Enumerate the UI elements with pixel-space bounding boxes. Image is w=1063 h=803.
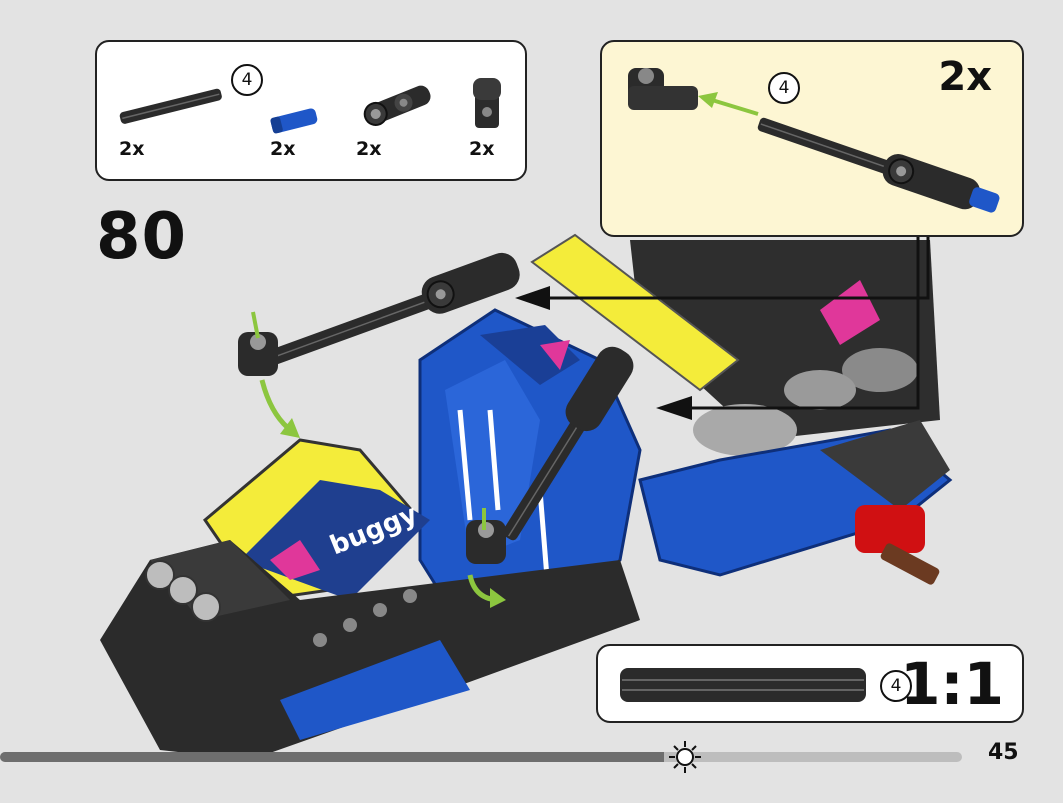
- progress-bar: [0, 741, 962, 773]
- subassembly-panel: 2x 4: [600, 40, 1024, 237]
- connector-arm-quantity: 2x: [356, 138, 382, 160]
- angle-connector-quantity: 2x: [469, 138, 495, 160]
- blue-axle-pin-image: [270, 108, 318, 134]
- axle-part-image: [119, 88, 222, 124]
- axle-quantity: 2x: [119, 138, 145, 160]
- subassembly-illustration: [628, 68, 1000, 213]
- scale-check-panel: 4 1:1: [596, 644, 1024, 723]
- progress-sun-icon: [668, 741, 701, 773]
- subassembly-axle-length-badge: 4: [768, 72, 800, 104]
- step-number: 80: [96, 200, 188, 274]
- blue-axle-pin-quantity: 2x: [270, 138, 296, 160]
- scale-axle-length-badge: 4: [880, 670, 912, 702]
- progress-bar-fill: [0, 752, 664, 762]
- axle-length-badge: 4: [231, 64, 263, 96]
- subassembly-multiplier: 2x: [938, 54, 992, 100]
- scale-ratio: 1:1: [900, 650, 1004, 718]
- angle-connector-image: [473, 78, 501, 128]
- connector-arm-image: [363, 85, 431, 126]
- scale-axle-image: [620, 668, 866, 702]
- parts-list-panel: 4 2x 2x 2x 2x: [95, 40, 527, 181]
- page-number: 45: [988, 740, 1019, 765]
